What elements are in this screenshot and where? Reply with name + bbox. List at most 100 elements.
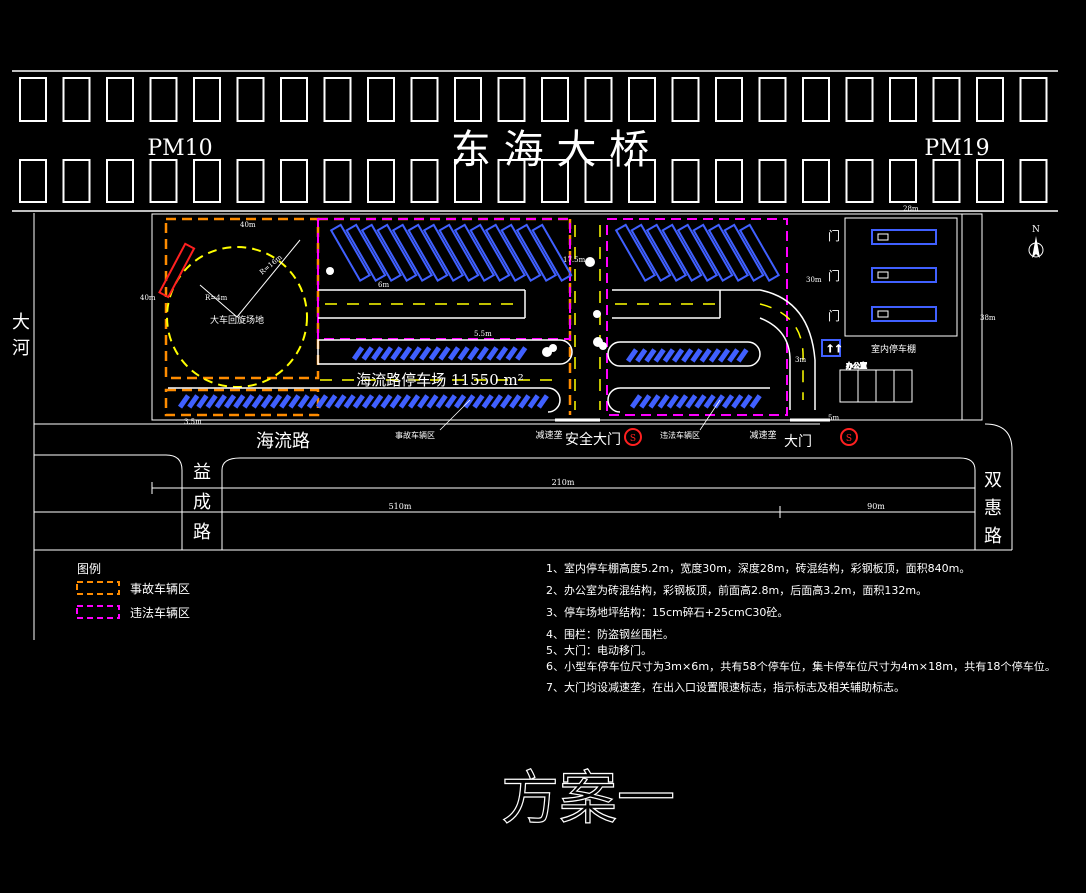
bridge-box — [845, 77, 874, 122]
truck-slot — [630, 223, 672, 282]
bridge-deck-bottom — [19, 159, 1048, 203]
bridge-box — [62, 77, 91, 122]
truck-slot — [329, 223, 372, 282]
svg-text:28m: 28m — [903, 205, 919, 213]
parking-lot-label: 海流路停车场 11550 m² — [356, 371, 524, 389]
accident-zone-callout: 事故车辆区 — [395, 430, 435, 440]
car-slot — [671, 348, 685, 363]
car-slot — [740, 394, 753, 409]
car-slot — [444, 394, 457, 409]
car-slot — [717, 348, 731, 363]
car-slot — [499, 394, 513, 409]
car-slot — [269, 394, 283, 409]
bridge-box — [19, 77, 47, 122]
car-slot — [428, 346, 441, 361]
bridge-box — [802, 77, 830, 122]
car-slot — [703, 394, 716, 409]
gate-door-3: 门 — [828, 308, 840, 323]
bridge-box — [62, 159, 91, 203]
car-slot — [467, 346, 480, 361]
car-slot — [685, 394, 698, 409]
svg-text:3m: 3m — [795, 356, 806, 364]
south-road-label: 海流路 — [256, 431, 310, 452]
truck-parking-slots-left — [329, 223, 573, 282]
car-slot — [490, 394, 503, 409]
bridge-box — [584, 159, 613, 203]
car-slot — [351, 346, 365, 361]
bridge-box — [802, 159, 830, 203]
legend-title: 图例 — [77, 562, 101, 576]
truck-slot — [515, 223, 558, 282]
scheme-title: 方案一 — [501, 764, 675, 832]
right-road-char-2: 惠 — [984, 498, 1002, 519]
car-slot — [325, 394, 338, 409]
truck-parking-slots-right — [614, 223, 781, 282]
car-slot — [435, 394, 448, 409]
car-parking-row-4 — [629, 394, 762, 409]
car-slot — [288, 394, 301, 409]
car-slot — [721, 394, 735, 409]
car-slot — [644, 348, 657, 363]
svg-text:17.5m: 17.5m — [563, 256, 586, 264]
car-slot — [690, 348, 703, 363]
bridge-box — [541, 77, 569, 122]
car-slot — [361, 394, 375, 409]
legend-swatch-illegal — [76, 605, 120, 619]
tree-icons — [326, 257, 607, 357]
car-slot — [536, 394, 549, 409]
bridge: PM10 PM19 东 海 大 桥 — [12, 70, 1058, 212]
right-road-char-1: 双 — [984, 470, 1002, 491]
bridge-box — [671, 159, 700, 203]
car-slot — [438, 346, 451, 361]
car-slot — [639, 394, 652, 409]
car-slot — [233, 394, 246, 409]
car-slot — [453, 394, 467, 409]
car-parking-row-3 — [625, 348, 749, 363]
truck-slot — [453, 223, 496, 282]
car-slot — [407, 394, 421, 409]
car-slot — [177, 394, 191, 409]
bridge-box — [236, 159, 265, 203]
bridge-box — [323, 159, 352, 203]
bridge-box — [367, 77, 395, 122]
dimension-lines — [33, 482, 976, 518]
car-slot — [419, 346, 432, 361]
bridge-box — [715, 159, 743, 203]
bridge-box — [497, 159, 526, 203]
bridge-box — [541, 159, 569, 203]
car-slot — [648, 394, 661, 409]
car-slot — [380, 346, 393, 361]
truck-slot — [469, 223, 511, 282]
arrow-sign: ↑↑ — [826, 344, 843, 355]
car-slot — [629, 394, 643, 409]
svg-text:6m: 6m — [378, 281, 389, 289]
car-slot — [635, 348, 648, 363]
north-arrow: N — [1028, 225, 1044, 258]
river-label-2: 河 — [12, 338, 30, 359]
bridge-box — [845, 159, 874, 203]
safe-gate-label: 安全大门 — [565, 431, 621, 448]
main-gate-label: 大门 — [784, 434, 812, 450]
svg-text:R=4m: R=4m — [205, 294, 228, 302]
car-slot — [708, 348, 721, 363]
car-slot — [675, 394, 689, 409]
bridge-box — [367, 159, 395, 203]
car-slot — [361, 346, 374, 361]
car-slot — [315, 394, 329, 409]
bridge-box — [1019, 77, 1048, 122]
car-slot — [727, 348, 740, 363]
car-slot — [699, 348, 712, 363]
car-slot — [187, 394, 200, 409]
car-slot — [625, 348, 639, 363]
speed-bump-right: 减速垄 — [749, 429, 776, 441]
truck-slot — [692, 223, 734, 282]
car-slot — [399, 346, 413, 361]
sign-s-left: S — [630, 434, 636, 444]
bridge-box — [758, 159, 787, 203]
bridge-box — [889, 159, 917, 203]
car-slot — [242, 394, 255, 409]
right-road-char-3: 路 — [984, 526, 1002, 547]
truck-slot — [645, 223, 688, 282]
left-road-char-3: 路 — [193, 522, 211, 543]
